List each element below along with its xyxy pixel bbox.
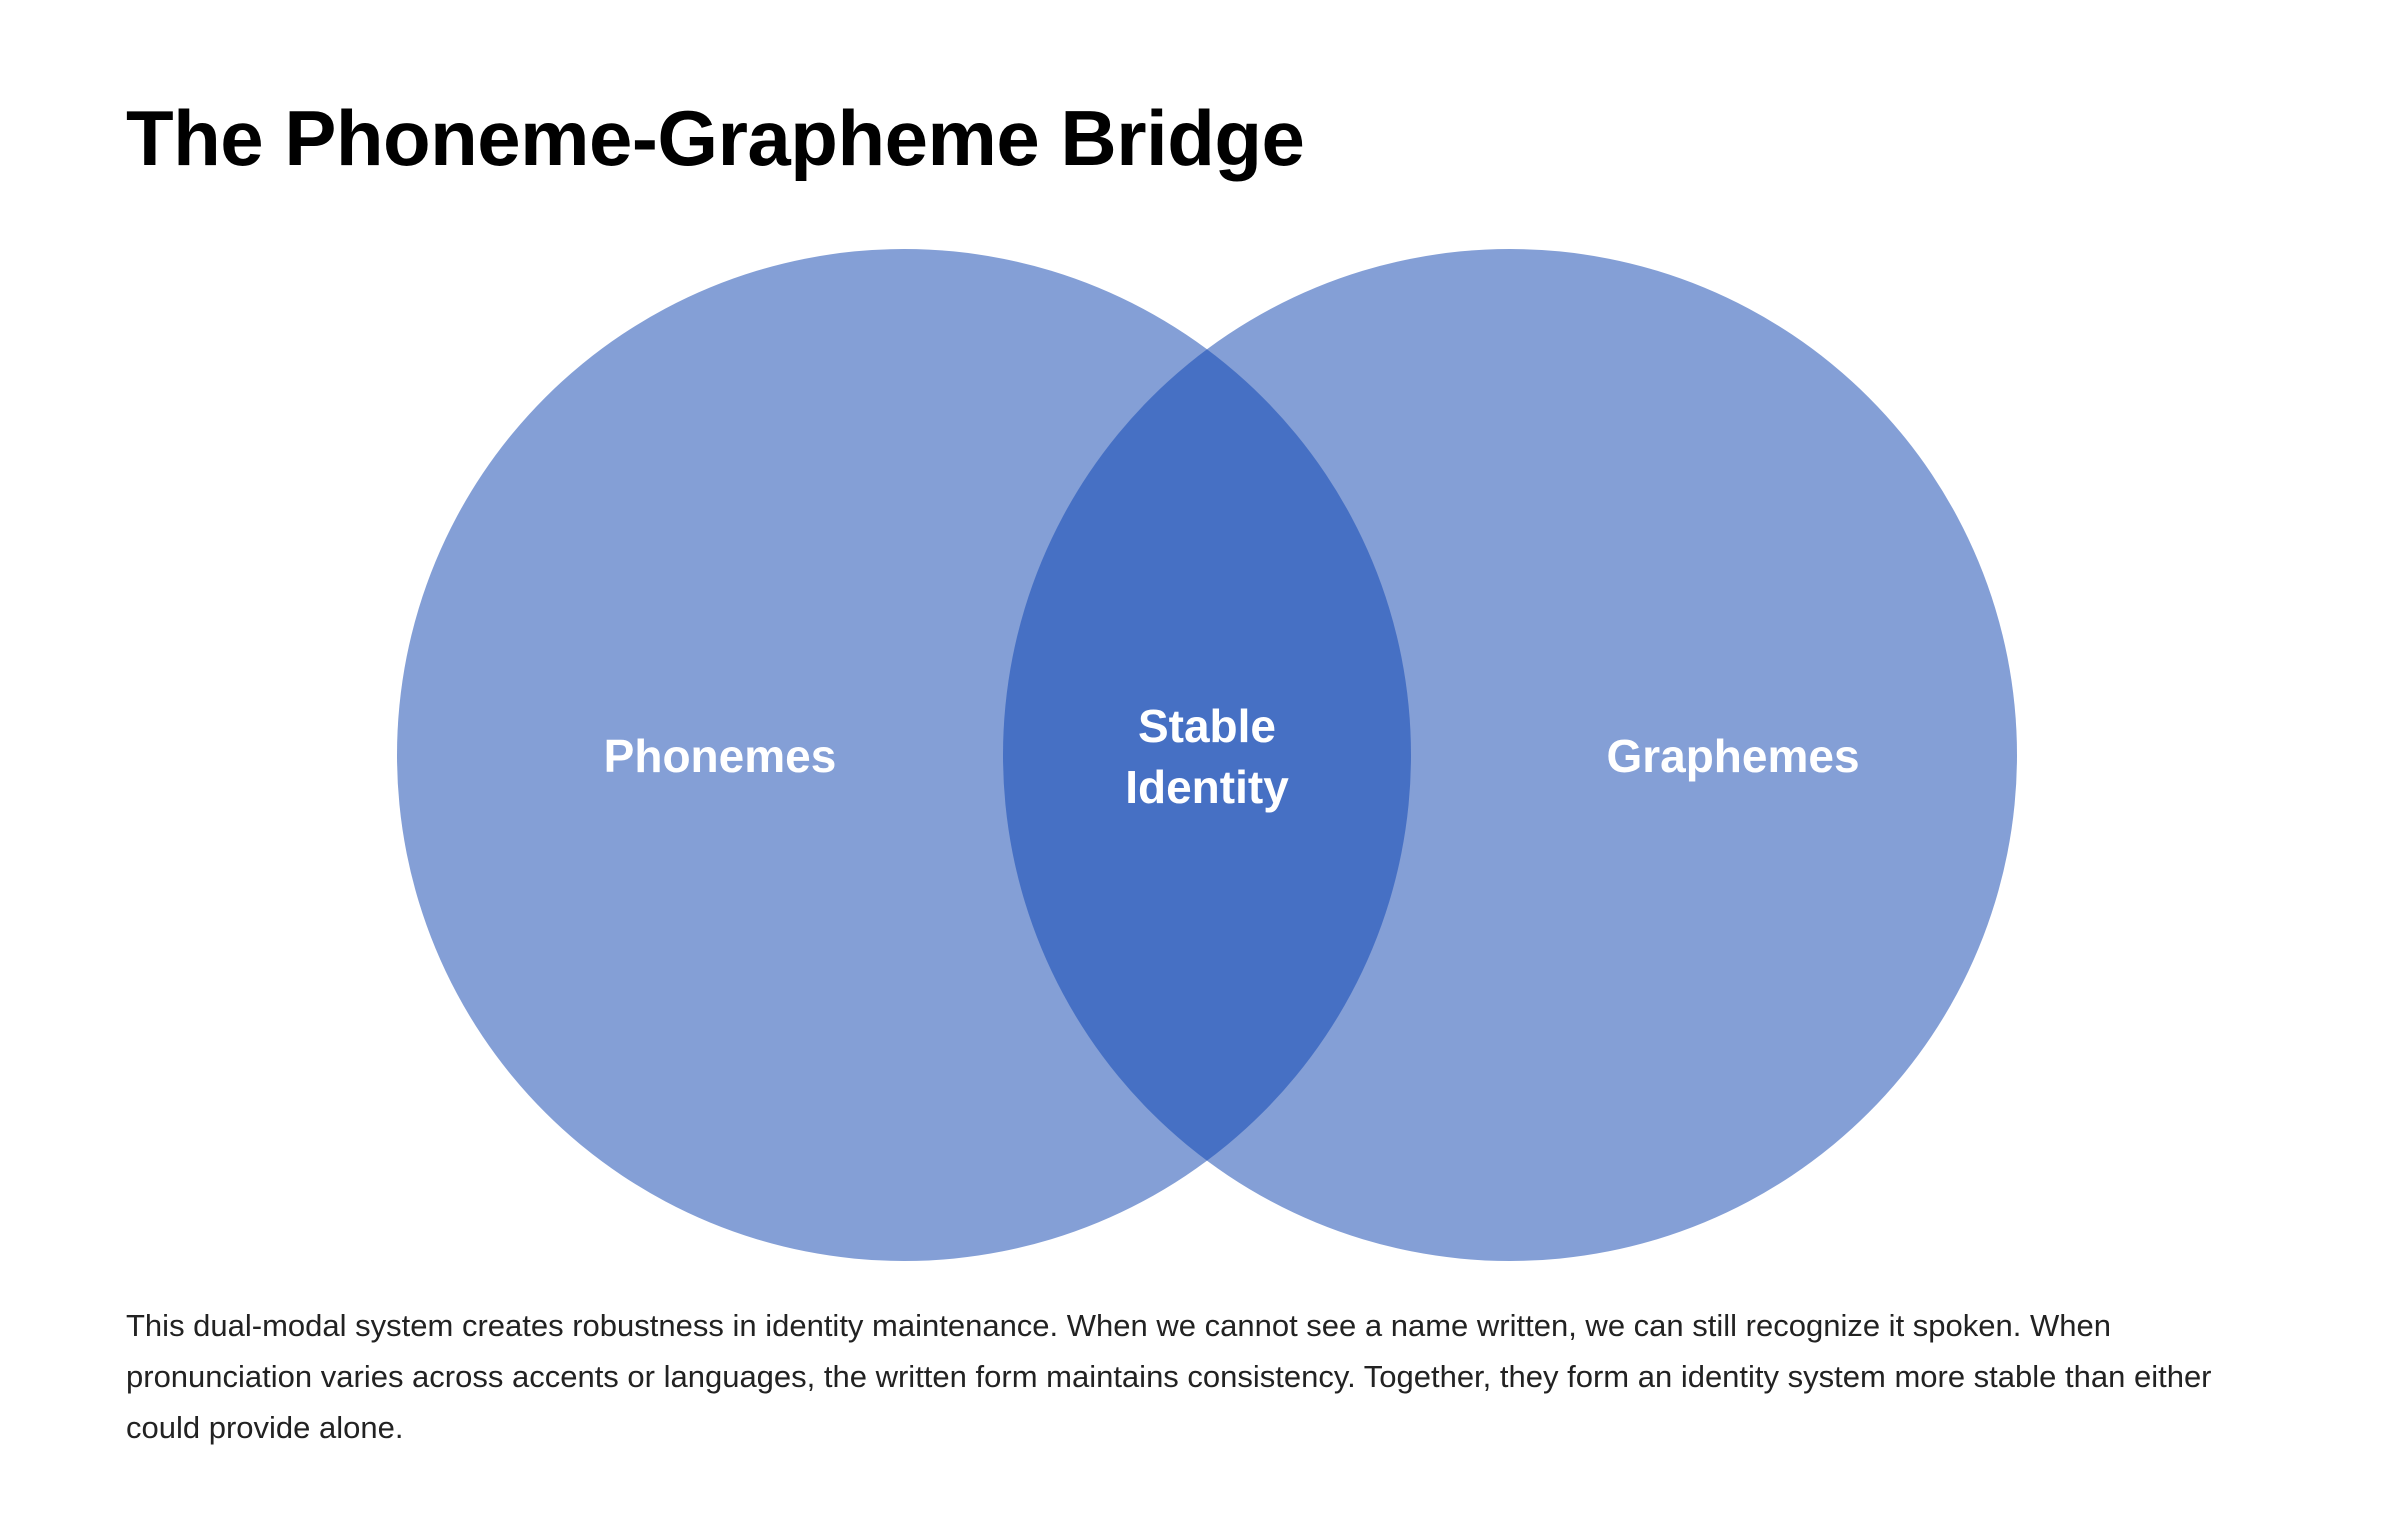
graphemes-label: Graphemes [1606, 730, 1859, 782]
description-paragraph: This dual-modal system creates robustnes… [126, 1308, 2212, 1445]
phonemes-label: Phonemes [604, 730, 837, 782]
overlap-region [1003, 249, 1411, 1261]
intersection-label-line-1: Stable [1138, 700, 1276, 752]
intersection-label-line-2: Identity [1125, 761, 1289, 813]
page-title: The Phoneme-Grapheme Bridge [126, 94, 1305, 182]
